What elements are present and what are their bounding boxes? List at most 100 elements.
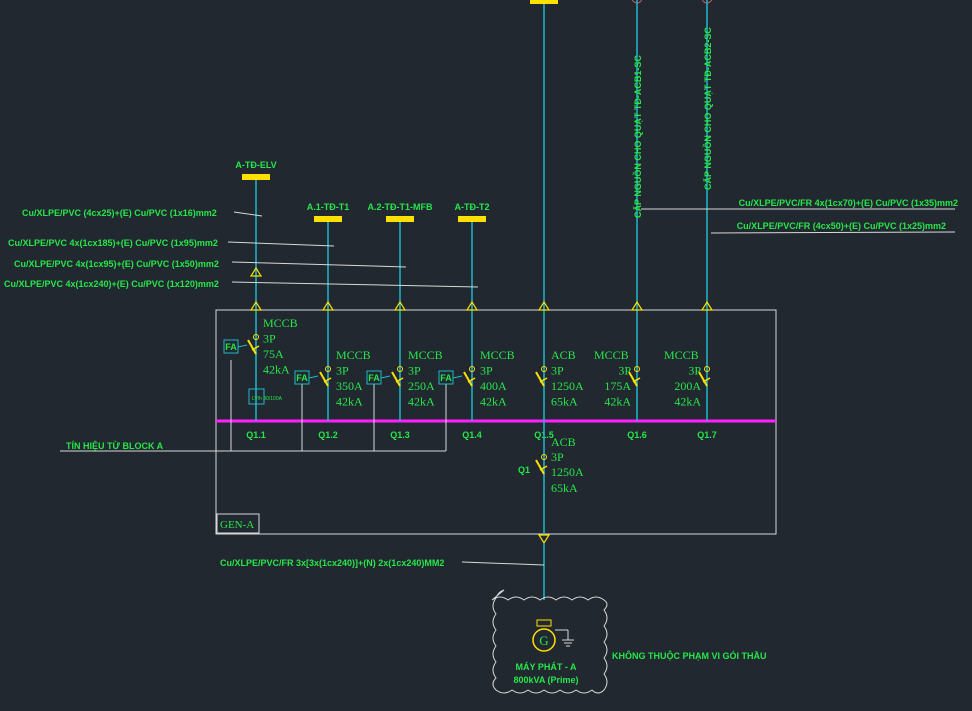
feeder-arrow xyxy=(465,300,479,311)
breaker-spec: 65kA xyxy=(551,395,578,409)
breaker-spec: 42kA xyxy=(604,395,631,409)
cable-labels: Cu/XLPE/PVC (4cx25)+(E) Cu/PVC (1x16)mm2… xyxy=(4,198,958,289)
breaker-spec: 42kA xyxy=(480,395,507,409)
breaker-switch xyxy=(391,371,401,387)
fa-label: FA xyxy=(296,373,308,383)
feeder-arrow xyxy=(321,300,335,311)
breaker-spec: 3P xyxy=(480,364,493,378)
feeder-bus-name: CẤP NGUỒN CHO QUẠT TĐ-ACB1-SC xyxy=(632,55,643,218)
feeder-arrow xyxy=(249,300,263,311)
breaker-spec: 3P xyxy=(263,332,276,346)
feeder-busbar xyxy=(386,216,414,222)
generator-rating: 800kVA (Prime) xyxy=(513,675,578,685)
breaker-spec: 42kA xyxy=(408,395,435,409)
cable-label: Cu/XLPE/PVC 4x(1cx240)+(E) Cu/PVC (1x120… xyxy=(4,279,219,289)
breaker-spec: 175A xyxy=(604,379,631,393)
breaker-spec: 3P xyxy=(618,364,631,378)
feeder-bus-name: A.1-TĐ-T1 xyxy=(307,202,350,212)
feeder-busbar xyxy=(458,216,486,222)
breaker-spec: MCCB xyxy=(336,348,371,362)
breaker-spec: 3P xyxy=(551,364,564,378)
elv-device xyxy=(248,388,265,405)
cable-label: Cu/XLPE/PVC/FR (4cx50)+(E) Cu/PVC (1x25)… xyxy=(737,221,946,231)
signal-wiring xyxy=(60,360,447,452)
breaker-spec: 200A xyxy=(674,379,701,393)
cable-label: Cu/XLPE/PVC 4x(1cx185)+(E) Cu/PVC (1x95)… xyxy=(8,238,218,248)
q1-breaking: 65kA xyxy=(551,481,578,495)
breaker-switch xyxy=(319,371,329,387)
fa-link xyxy=(452,375,463,379)
breaker-contact xyxy=(634,366,640,372)
q1-rating: 1250A xyxy=(551,465,584,479)
breaker-switch xyxy=(247,339,257,355)
breaker-spec: 3P xyxy=(688,364,701,378)
elv-tag: LV/h 30/100A xyxy=(252,396,283,402)
cable-leader xyxy=(233,211,263,217)
breaker-mark xyxy=(539,377,548,383)
breaker-contact xyxy=(397,366,403,372)
gen-terminal xyxy=(536,619,552,627)
feeder-bus-name: A-TĐ-T2 xyxy=(455,202,490,212)
generator-name: MÁY PHÁT - A xyxy=(515,662,577,672)
fa-label: FA xyxy=(368,373,380,383)
breaker-mark xyxy=(323,377,332,383)
generator-icon xyxy=(532,628,556,652)
q1-switch xyxy=(535,459,545,475)
cable-leader xyxy=(231,281,479,288)
breaker-spec: 1250A xyxy=(551,379,584,393)
scope-cloud xyxy=(491,589,608,694)
breaker-spec: MCCB xyxy=(480,348,515,362)
breaker-switch xyxy=(698,371,708,387)
feeder-arrow xyxy=(393,300,407,311)
breaker-spec: 42kA xyxy=(263,363,290,377)
feeder-label: Q1.4 xyxy=(462,430,482,440)
rcd-triangle xyxy=(249,266,263,277)
breaker-spec: ACB xyxy=(551,348,576,362)
breaker-spec: 400A xyxy=(480,379,507,393)
feeder-arrow xyxy=(630,300,644,311)
signal-label: TÍN HIỆU TỪ BLOCK A xyxy=(66,440,164,451)
breaker-mark xyxy=(702,377,711,383)
ground-icon xyxy=(555,629,574,647)
gen-cable-label: Cu/XLPE/PVC/FR 3x[3x(1cx240)]+(N) 2x(1cx… xyxy=(220,558,444,568)
cable-leader xyxy=(231,261,407,268)
outgoing-arrow xyxy=(537,534,551,545)
feeder-bus-name: CẤP NGUỒN CHO QUẠT TĐ-ACB2-SC xyxy=(702,27,713,190)
cable-label: Cu/XLPE/PVC/FR 4x(1cx70)+(E) Cu/PVC (1x3… xyxy=(739,198,958,208)
feeder-label: Q1.3 xyxy=(390,430,410,440)
breaker-spec: MCCB xyxy=(594,348,629,362)
breaker-spec: MCCB xyxy=(408,348,443,362)
q1-poles: 3P xyxy=(551,450,564,464)
top-busbar xyxy=(530,0,558,4)
breaker-contact xyxy=(469,366,475,372)
feeder-label: Q1.1 xyxy=(246,430,266,440)
generator-symbol: G xyxy=(539,633,548,648)
q1-type: ACB xyxy=(551,435,576,449)
fa-label: FA xyxy=(440,373,452,383)
feeder-label: Q1.2 xyxy=(318,430,338,440)
gen-cable-leader xyxy=(461,561,545,566)
feeder-group: A-TĐ-ELVMCCB3P75A42kAQ1.1A.1-TĐ-T1MCCB3P… xyxy=(235,0,717,440)
breaker-switch xyxy=(535,371,545,387)
feeder-busbar xyxy=(314,216,342,222)
breaker-contact xyxy=(541,366,547,372)
breaker-spec: 42kA xyxy=(674,395,701,409)
breaker-switch xyxy=(628,371,638,387)
panel-name: GEN-A xyxy=(220,519,254,531)
breaker-spec: 3P xyxy=(408,364,421,378)
fa-link xyxy=(237,344,248,348)
breaker-mark xyxy=(632,377,641,383)
q1-contact xyxy=(541,454,547,460)
feeder-bus-name: A.2-TĐ-T1-MFB xyxy=(368,202,433,212)
breaker-contact xyxy=(253,334,259,340)
q1-switch-mark xyxy=(539,465,548,471)
breaker-spec: 3P xyxy=(336,364,349,378)
breaker-contact xyxy=(704,366,710,372)
feeder-label: Q1.7 xyxy=(697,430,717,440)
breaker-spec: MCCB xyxy=(263,316,298,330)
breaker-spec: MCCB xyxy=(664,348,699,362)
feeder-arrow xyxy=(700,300,714,311)
feeder-bus-name: A-TĐ-ELV xyxy=(235,160,276,170)
